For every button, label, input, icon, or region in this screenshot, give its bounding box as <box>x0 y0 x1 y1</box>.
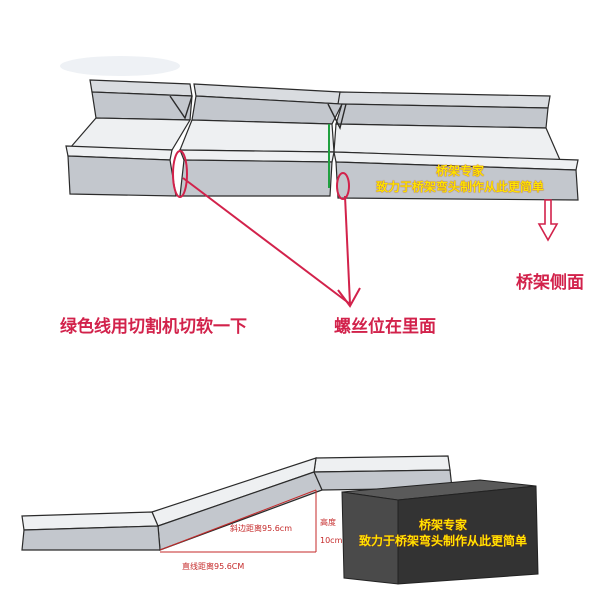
front-wall-left <box>67 155 177 197</box>
ramp-lower-face <box>21 525 161 551</box>
ramp-upper-top <box>313 455 451 473</box>
arrow-line-to-screw-2 <box>344 195 351 305</box>
slope-measure-line <box>159 489 317 551</box>
bottom-watermark-title: 桥架专家 <box>418 518 467 532</box>
v-notch-cut <box>169 95 193 120</box>
joint-highlight-left <box>172 150 188 198</box>
green-line-instruction: 绿色线用切割机切软一下 <box>60 317 247 337</box>
top-tray-assembly <box>60 56 579 308</box>
joint-highlight-right <box>336 172 350 200</box>
arrow-line-to-screw <box>182 177 351 305</box>
bottom-watermark: 桥架专家 致力于桥架弯头制作从此更简单 <box>348 518 538 549</box>
tray-side-label: 桥架侧面 <box>516 273 584 293</box>
screw-position-label: 螺丝位在里面 <box>334 317 436 337</box>
top-watermark: 桥架专家 致力于桥架弯头制作从此更简单 <box>340 164 580 195</box>
side-down-arrow <box>537 199 559 242</box>
top-watermark-title: 桥架专家 <box>435 164 484 178</box>
tray-floor-left <box>68 117 192 151</box>
height-word-label: 高度 <box>320 518 336 527</box>
slope-distance-label: 斜边距离95.6cm <box>230 524 293 533</box>
straight-distance-label: 直线距离95.6CM <box>182 562 245 571</box>
bottom-watermark-slogan: 致力于桥架弯头制作从此更简单 <box>358 533 527 548</box>
background-haze <box>60 56 180 76</box>
bottom-ramp-diagram <box>21 455 539 585</box>
arrow-head-screw <box>337 287 361 308</box>
front-wall-middle <box>179 159 333 197</box>
tray-floor-middle <box>179 119 335 153</box>
right-joint-notch <box>327 103 347 131</box>
height-value-label: 10cm <box>320 536 343 545</box>
dark-box-side <box>397 485 539 585</box>
top-watermark-slogan: 致力于桥架弯头制作从此更简单 <box>375 179 544 194</box>
